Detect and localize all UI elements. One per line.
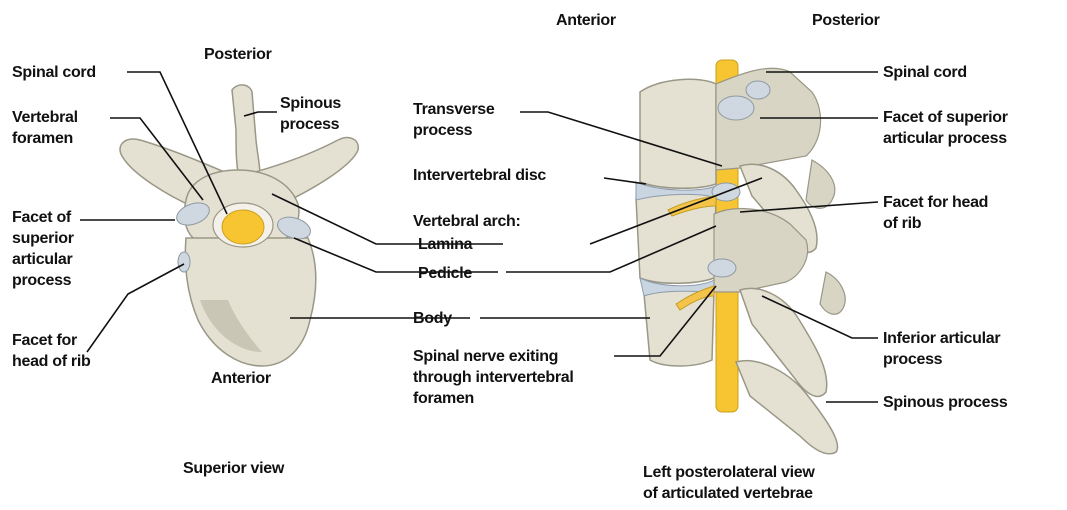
superior-facet-superior-label: Facet of superior articular process (12, 207, 74, 291)
superior-posterior-label: Posterior (204, 44, 272, 65)
body-label: Body (413, 308, 452, 329)
lateral-spinous-process-label: Spinous process (883, 392, 1007, 413)
lateral-posterior-label: Posterior (812, 10, 880, 31)
transverse-process-label: Transverse process (413, 99, 495, 141)
spinal-nerve-label: Spinal nerve exiting through interverteb… (413, 346, 574, 409)
inferior-articular-label: Inferior articular process (883, 328, 1000, 370)
lateral-facet-superior-label: Facet of superior articular process (883, 107, 1008, 149)
vertebral-arch-label: Vertebral arch: (413, 211, 521, 232)
pedicle-label: Pedicle (418, 263, 472, 284)
superior-facet-head-rib-label: Facet for head of rib (12, 330, 90, 372)
lateral-facet-head-rib-label: Facet for head of rib (883, 192, 988, 234)
lateral-view-caption: Left posterolateral view of articulated … (643, 462, 815, 504)
vertebral-foramen-label: Vertebral foramen (12, 107, 78, 149)
lateral-view-vertebrae (636, 60, 845, 454)
lateral-anterior-label: Anterior (556, 10, 616, 31)
lateral-spinal-cord-label: Spinal cord (883, 62, 967, 83)
superior-anterior-label: Anterior (211, 368, 271, 389)
lamina-label: Lamina (418, 234, 472, 255)
superior-view-caption: Superior view (183, 458, 284, 479)
intervertebral-disc-label: Intervertebral disc (413, 165, 546, 186)
superior-spinal-cord-label: Spinal cord (12, 62, 96, 83)
superior-spinous-process-label: Spinous process (280, 93, 341, 135)
